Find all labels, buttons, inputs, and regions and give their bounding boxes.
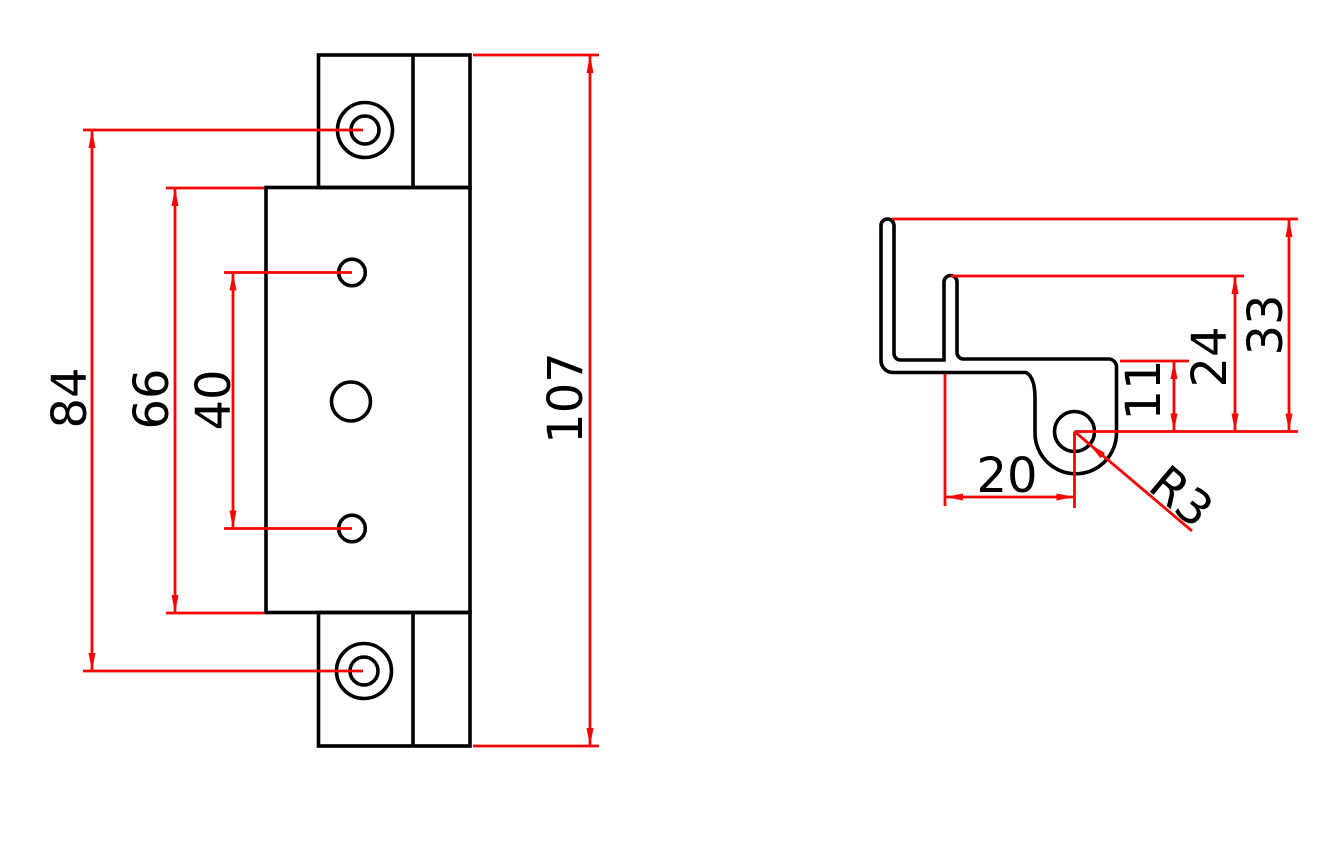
arrowhead: [1285, 413, 1293, 432]
arrowhead: [1285, 219, 1293, 237]
arrowhead: [586, 55, 594, 73]
dimension-66: 66: [124, 186, 264, 615]
dimension-107: 107: [473, 53, 599, 748]
dimension-text-84: 84: [42, 367, 98, 428]
profile-section: [879, 217, 1119, 476]
dimension-84: 84: [42, 128, 363, 673]
dimension-text-33: 33: [1238, 294, 1294, 355]
dimension-r3: R3: [1073, 430, 1224, 539]
arrowhead: [1056, 493, 1075, 501]
dimension-20: 20: [943, 374, 1076, 508]
dimension-text-r3: R3: [1139, 455, 1224, 539]
arrowhead: [1170, 413, 1178, 432]
center-hole: [329, 380, 373, 423]
side-view: 33 24 11 20: [879, 217, 1298, 539]
dimension-text-11: 11: [1116, 359, 1172, 420]
arrowhead: [1231, 276, 1239, 294]
dimension-text-66: 66: [124, 368, 180, 429]
front-view-outline: [264, 53, 472, 748]
dimension-11: 11: [1116, 359, 1189, 432]
dimension-40: 40: [186, 271, 352, 530]
arrowhead: [229, 272, 237, 291]
bottom-tab: [316, 610, 472, 748]
dimension-text-20: 20: [976, 448, 1037, 504]
arrowhead: [1170, 361, 1178, 379]
arrowhead: [171, 188, 179, 206]
arrowhead: [1089, 444, 1105, 459]
dimension-text-40: 40: [186, 369, 242, 430]
dimension-33: 33: [892, 217, 1298, 433]
arrowhead: [88, 653, 96, 671]
front-view: 84 66 40 107: [42, 53, 599, 748]
main-body: [264, 185, 472, 615]
dimension-text-24: 24: [1182, 326, 1238, 387]
arrowhead: [229, 510, 237, 529]
arrowhead: [88, 130, 96, 148]
arrowhead: [945, 493, 963, 501]
dimension-24: 24: [951, 274, 1244, 432]
arrowhead: [1231, 413, 1239, 432]
dimension-text-107: 107: [538, 352, 594, 444]
arrowhead: [586, 728, 594, 746]
arrowhead: [171, 595, 179, 613]
top-tab: [316, 53, 472, 190]
